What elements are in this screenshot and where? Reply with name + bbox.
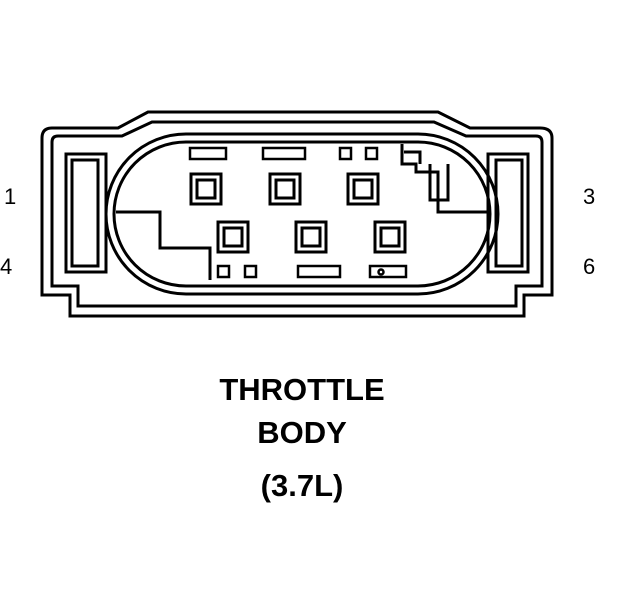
top-slot-c [338,146,353,161]
left-latch [64,152,108,274]
seal-ring-outer [104,132,500,296]
connector-housing-inner [50,120,544,308]
bottom-slot-a [216,264,231,279]
seal-ring-inner [112,140,492,288]
pin-cavity-3 [346,172,380,206]
top-slot-b [261,146,307,161]
top-slot-d [364,146,379,161]
pin-cavity-1 [189,172,223,206]
right-latch-inner [494,158,524,268]
caption-line-2: BODY [257,415,347,450]
bottom-slot-c [296,264,342,279]
key-right-notch [404,150,422,164]
pin-cavity-2 [268,172,302,206]
pin-label-top-right: 3 [583,184,596,209]
pin-one-mark [377,268,385,276]
pin-cavity-6 [373,220,407,254]
pin-cavity-4 [216,220,250,254]
key-right [400,144,488,214]
key-left [116,210,212,280]
pin-cavity-5 [294,220,328,254]
bottom-slot-b [243,264,258,279]
bottom-slot-d [368,264,408,279]
key-right-slot [428,164,450,202]
caption-line-3: (3.7L) [260,468,344,503]
pin-label-bottom-left: 4 [0,254,13,279]
connector-housing-outer [40,110,554,318]
pin-label-top-left: 1 [4,184,17,209]
left-latch-inner [70,158,100,268]
top-slot-a [188,146,228,161]
pin-label-bottom-right: 6 [583,254,596,279]
caption-line-1: THROTTLE [219,372,385,407]
